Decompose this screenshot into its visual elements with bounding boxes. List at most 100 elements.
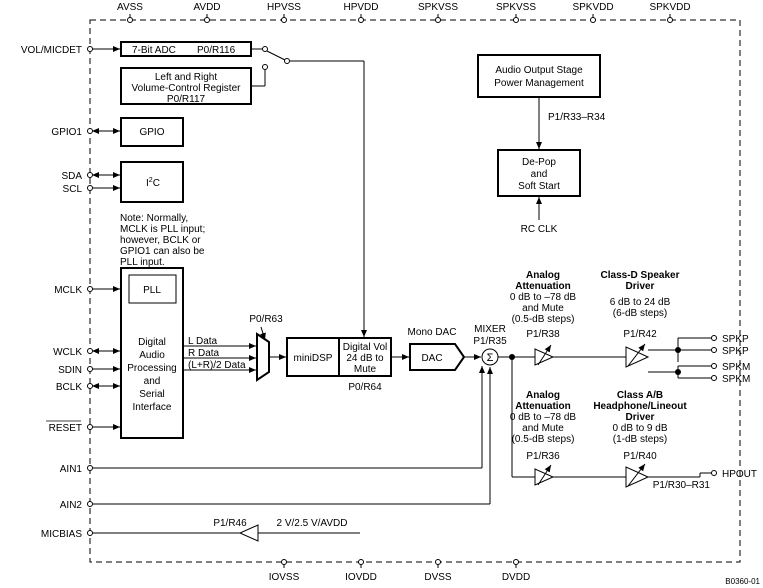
pin-mclk: MCLK bbox=[54, 285, 82, 296]
hp-attenuator-control bbox=[537, 464, 552, 486]
dac-block bbox=[409, 343, 466, 371]
att2-register: P1/R36 bbox=[526, 451, 560, 462]
hp-line2: Headphone/Lineout bbox=[593, 401, 687, 412]
pin-wclk: WCLK bbox=[53, 347, 82, 358]
hpout-register: P1/R30–R31 bbox=[653, 480, 711, 491]
pin-spkm-2: SPKM bbox=[722, 374, 750, 385]
hp-line5: (1-dB steps) bbox=[613, 434, 667, 445]
pin-hpout: HPOUT bbox=[722, 469, 757, 480]
left-pin-markers bbox=[87, 46, 93, 536]
pin-hpvss: HPVSS bbox=[267, 2, 301, 13]
depop-line1: De-Pop bbox=[522, 157, 556, 168]
digital-volume-block bbox=[338, 337, 392, 377]
aos-line2: Power Management bbox=[494, 78, 584, 89]
adc-label: 7-Bit ADC bbox=[132, 45, 176, 56]
classd-line1: Class-D Speaker bbox=[601, 270, 680, 281]
pll-block bbox=[128, 274, 177, 304]
mux-control-arrow bbox=[260, 326, 266, 341]
class-d-control bbox=[627, 343, 646, 367]
digital-volume-line3: Mute bbox=[354, 364, 377, 375]
pll-note-line3: however, BCLK or bbox=[120, 235, 201, 246]
hp-register: P1/R40 bbox=[623, 451, 657, 462]
classd-line4: (6-dB steps) bbox=[613, 308, 667, 319]
dap-line2: Audio bbox=[139, 350, 165, 361]
depop-line2: and bbox=[531, 169, 548, 180]
pll-note-line5: PLL input. bbox=[120, 257, 165, 268]
micbias-voltage: 2 V/2.5 V/AVDD bbox=[277, 518, 348, 529]
pin-sda: SDA bbox=[61, 171, 82, 182]
pin-ain1: AIN1 bbox=[60, 464, 83, 475]
mixer-sigma: Σ bbox=[487, 352, 494, 364]
hp-line1: Class A/B bbox=[617, 390, 663, 401]
digital-volume-register: P0/R64 bbox=[348, 382, 382, 393]
i2c-label: I2C bbox=[146, 177, 160, 189]
rc-clk-label: RC CLK bbox=[521, 224, 558, 235]
left-pin-wires bbox=[92, 46, 120, 430]
hp-attenuator bbox=[534, 468, 555, 486]
digital-volume-line2: 24 dB to bbox=[346, 353, 384, 364]
pin-iovss: IOVSS bbox=[269, 572, 300, 583]
pin-gpio1: GPIO1 bbox=[51, 127, 82, 138]
att1-register: P1/R38 bbox=[526, 329, 560, 340]
att2-line1: Analog bbox=[526, 390, 560, 401]
att2-line4: and Mute bbox=[522, 423, 564, 434]
minidsp-block bbox=[286, 337, 340, 377]
dap-line3: Processing bbox=[127, 363, 176, 374]
data-lines bbox=[184, 343, 256, 373]
speaker-output-wires bbox=[677, 337, 712, 379]
speaker-attenuator bbox=[534, 348, 555, 366]
att1-line3: 0 dB to –78 dB bbox=[510, 292, 576, 303]
att1-line5: (0.5-dB steps) bbox=[512, 314, 575, 325]
adc-register: P0/R116 bbox=[197, 45, 236, 56]
gpio-label: GPIO bbox=[139, 127, 164, 138]
volume-register-line2: Volume-Control Register bbox=[132, 83, 242, 94]
audio-output-stage-block bbox=[477, 54, 601, 98]
top-pins bbox=[127, 14, 673, 23]
gpio-block bbox=[120, 117, 184, 147]
pin-ain2: AIN2 bbox=[60, 500, 83, 511]
pin-dvdd: DVDD bbox=[502, 572, 530, 583]
volume-register-line1: Left and Right bbox=[155, 72, 217, 83]
right-pin-markers bbox=[711, 335, 717, 476]
pin-avdd: AVDD bbox=[193, 2, 220, 13]
volume-select-switch bbox=[251, 46, 367, 337]
pin-bclk: BCLK bbox=[56, 382, 82, 393]
pin-reset: RESET bbox=[49, 423, 82, 434]
pin-avss: AVSS bbox=[117, 2, 143, 13]
dap-line1: Digital bbox=[138, 337, 166, 348]
aos-register: P1/R33–R34 bbox=[548, 112, 606, 123]
analog-input-wires bbox=[93, 366, 493, 505]
pin-spkvdd-1: SPKVDD bbox=[572, 2, 613, 13]
pin-vol-micdet: VOL/MICDET bbox=[21, 45, 82, 56]
att1-line4: and Mute bbox=[522, 303, 564, 314]
dap-line5: Serial bbox=[139, 389, 165, 400]
hp-driver-control bbox=[627, 463, 646, 487]
input-mux bbox=[256, 332, 270, 382]
digital-volume-line1: Digital Vol bbox=[343, 342, 387, 353]
classd-line2: Driver bbox=[626, 281, 655, 292]
speaker-attenuator-control bbox=[537, 344, 552, 366]
dap-line4: and bbox=[144, 376, 161, 387]
att2-line3: 0 dB to –78 dB bbox=[510, 412, 576, 423]
pin-dvss: DVSS bbox=[424, 572, 452, 583]
dac-label: DAC bbox=[421, 353, 442, 364]
att1-line1: Analog bbox=[526, 270, 560, 281]
pin-spkvdd-2: SPKVDD bbox=[649, 2, 690, 13]
att2-line5: (0.5-dB steps) bbox=[512, 434, 575, 445]
micbias-register: P1/R46 bbox=[213, 518, 247, 529]
volume-register-line3: P0/R117 bbox=[167, 94, 206, 105]
aos-line1: Audio Output Stage bbox=[495, 65, 583, 76]
signal-lr-data: (L+R)/2 Data bbox=[188, 360, 246, 371]
pll-note-line1: Note: Normally, bbox=[120, 213, 188, 224]
mono-dac-label: Mono DAC bbox=[408, 327, 457, 338]
pin-spkm-1: SPKM bbox=[722, 362, 750, 373]
spkp-node bbox=[675, 347, 681, 353]
figure-id: B0360-01 bbox=[725, 577, 760, 586]
signal-l-data: L Data bbox=[188, 336, 218, 347]
pin-iovdd: IOVDD bbox=[345, 572, 377, 583]
minidsp-label: miniDSP bbox=[294, 353, 333, 364]
signal-r-data: R Data bbox=[188, 348, 220, 359]
i2c-block bbox=[120, 161, 184, 203]
pin-spkvss-2: SPKVSS bbox=[496, 2, 536, 13]
